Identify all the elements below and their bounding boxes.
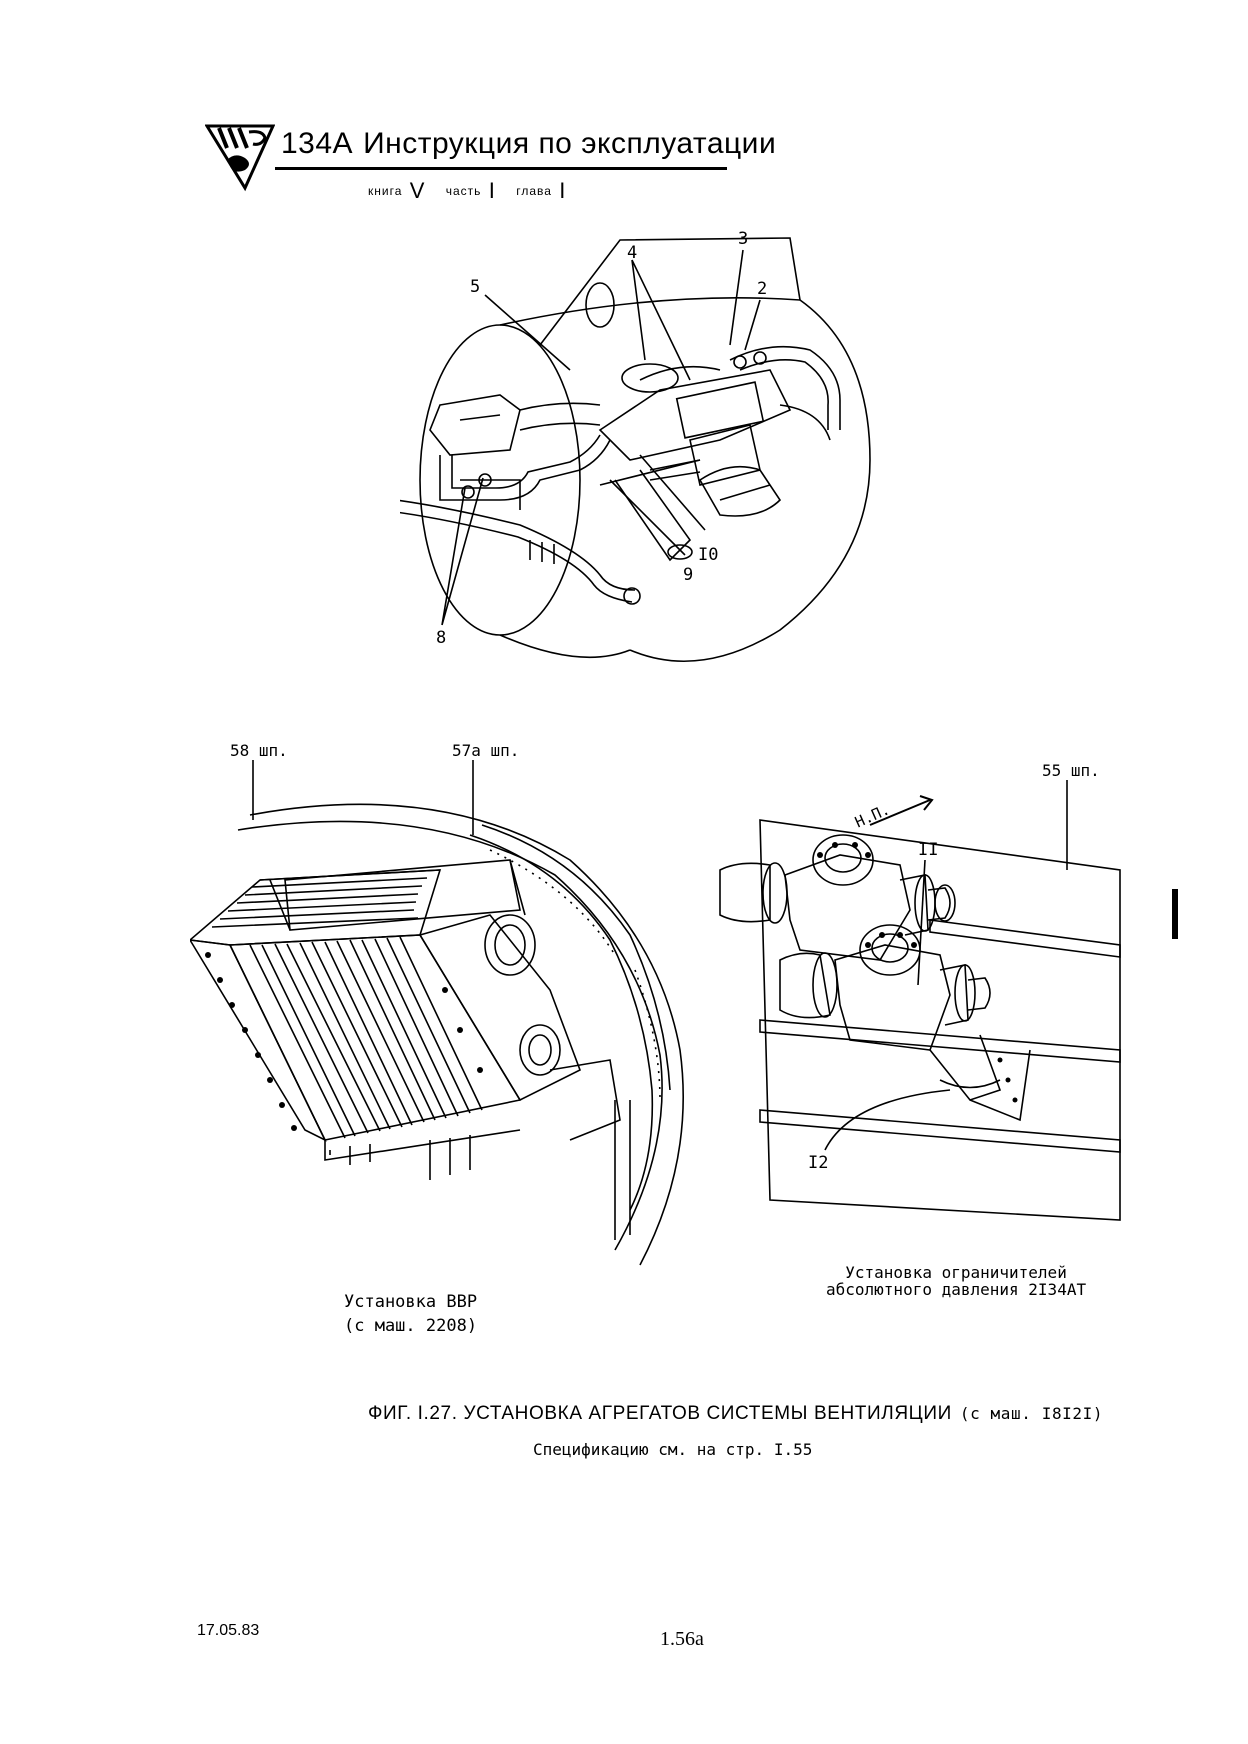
right-assembly-drawing: 55 шп. Н.П. II I2 xyxy=(719,761,1121,1221)
left-caption-line2: (с маш. 2208) xyxy=(344,1316,478,1336)
page-number: 1.56а xyxy=(660,1628,704,1650)
callout-4: 4 xyxy=(627,243,637,263)
left-assembly-drawing: 58 шп. 57а шп. xyxy=(190,741,684,1266)
callout-3: 3 xyxy=(738,230,748,249)
book-label: книга xyxy=(368,184,403,198)
callout-2: 2 xyxy=(757,279,767,299)
chapter-label: глава xyxy=(516,184,552,198)
figure-title: ФИГ. I.27. УСТАНОВКА АГРЕГАТОВ СИСТЕМЫ В… xyxy=(368,1403,1103,1425)
callout-5: 5 xyxy=(470,277,480,297)
frame-label-57a: 57а шп. xyxy=(452,741,519,760)
frame-label-58: 58 шп. xyxy=(230,741,288,760)
callout-9: 9 xyxy=(683,565,693,585)
specification-note: Спецификацию см. на стр. I.55 xyxy=(533,1440,813,1459)
margin-change-bar xyxy=(1172,889,1178,939)
callout-11: II xyxy=(918,840,938,860)
header-rule xyxy=(275,167,727,170)
document-header-title: 134А Инструкция по эксплуатации xyxy=(281,127,776,161)
header-book-info: книга V часть I глава I xyxy=(368,178,583,204)
part-value: I xyxy=(488,178,495,203)
manual-title: Инструкция по эксплуатации xyxy=(363,127,777,160)
direction-label-np: Н.П. xyxy=(852,800,892,831)
top-assembly-drawing: 3 4 2 5 I0 9 8 xyxy=(400,230,871,663)
figure-title-suffix: (с маш. I8I2I) xyxy=(959,1404,1104,1423)
callout-8: 8 xyxy=(436,628,446,648)
frame-label-55: 55 шп. xyxy=(1042,761,1100,780)
right-caption-line1: Установка ограничителей xyxy=(845,1263,1067,1282)
right-drawing-caption: Установка ограничителей абсолютного давл… xyxy=(826,1264,1086,1298)
left-caption-line1: Установка ВВР xyxy=(344,1292,478,1312)
part-label: часть xyxy=(445,184,482,198)
left-drawing-caption: Установка ВВР (с маш. 2208) xyxy=(344,1290,477,1338)
aircraft-model: 134А xyxy=(281,127,354,160)
callout-12: I2 xyxy=(808,1153,828,1173)
right-caption-line2: абсолютного давления 2I34АТ xyxy=(826,1280,1087,1299)
callout-10: I0 xyxy=(698,545,718,565)
chapter-value: I xyxy=(559,178,566,203)
figure-title-main: ФИГ. I.27. УСТАНОВКА АГРЕГАТОВ СИСТЕМЫ В… xyxy=(368,1403,952,1424)
manufacturer-logo xyxy=(205,124,275,192)
footer-date: 17.05.83 xyxy=(197,1622,260,1639)
book-value: V xyxy=(409,178,425,203)
